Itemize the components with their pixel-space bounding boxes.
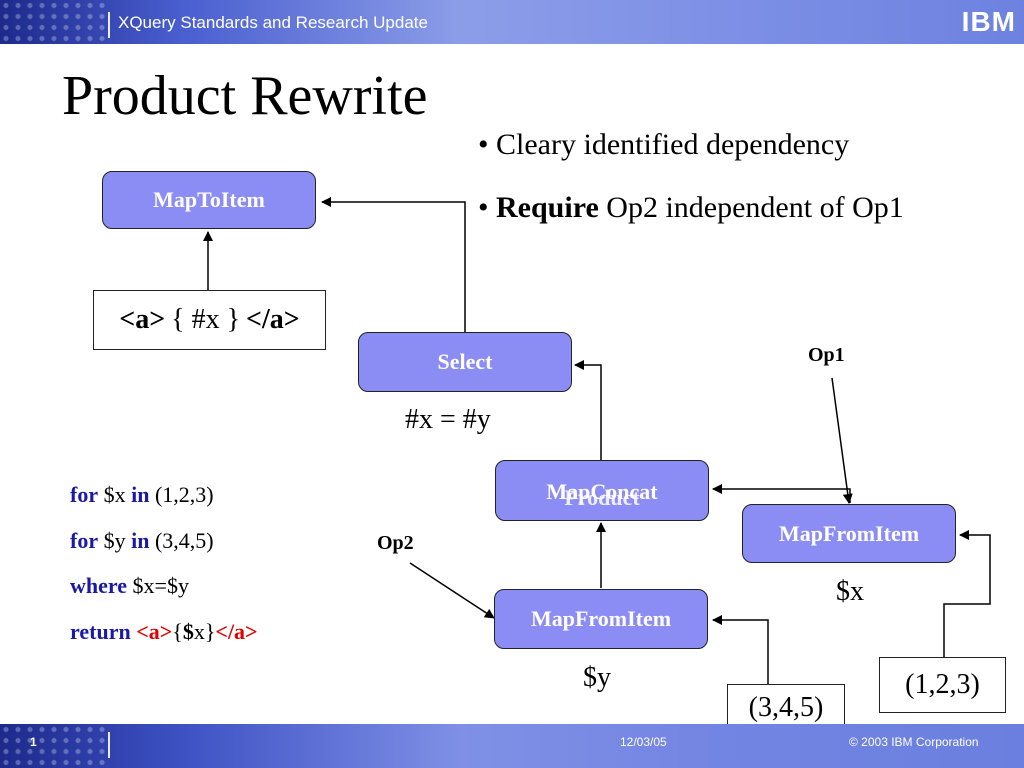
footer-divider — [108, 732, 110, 758]
footer-copyright: © 2003 IBM Corporation — [849, 735, 979, 749]
bullet-1: • Cleary identified dependency — [478, 128, 849, 162]
footer-banner: 1 12/03/05 © 2003 IBM Corporation — [0, 724, 1024, 768]
code-line-4: return <a>{$x}</a> — [70, 619, 258, 645]
var-x-label: $x — [836, 576, 864, 607]
code-x: x — [193, 619, 205, 644]
op2-label: Op2 — [377, 532, 414, 554]
bullet-2-bold: Require — [496, 191, 599, 224]
code-var: $x — [98, 482, 132, 507]
code-tag-close: </a> — [215, 619, 258, 644]
constructor-body: { #x } — [171, 304, 241, 335]
select-node: Select — [358, 332, 572, 392]
header-banner: XQuery Standards and Research Update IBM — [0, 0, 1024, 44]
product-node: MapConcat Product — [495, 460, 709, 521]
predicate-label: #x = #y — [405, 404, 491, 435]
edge-product-select — [574, 360, 602, 460]
footer-date: 12/03/05 — [620, 735, 667, 749]
code-var: $y — [98, 528, 132, 553]
code-seq: (1,2,3) — [149, 482, 214, 507]
edge-select-maptoitem — [321, 197, 466, 333]
code-brace-close: } — [204, 619, 216, 644]
edge-op2-pointer — [409, 562, 495, 619]
code-line-3: where $x=$y — [70, 573, 189, 599]
edge-seq123-mapfromitem — [943, 530, 991, 657]
code-line-1: for $x in (1,2,3) — [70, 482, 214, 508]
ibm-logo: IBM — [961, 6, 1016, 37]
var-y-label: $y — [583, 662, 611, 693]
constructor-close-tag: </a> — [246, 304, 300, 335]
page-number: 1 — [30, 735, 37, 749]
bullet-dot: • — [478, 191, 497, 224]
mapfromitem-left-node: MapFromItem — [494, 589, 708, 649]
keyword-in: in — [131, 482, 150, 507]
slide-title: Product Rewrite — [62, 65, 428, 127]
mapfromitem-right-node: MapFromItem — [742, 504, 956, 563]
maptoitem-node: MapToItem — [102, 171, 316, 229]
code-condition: $x=$y — [127, 573, 189, 598]
code-line-2: for $y in (3,4,5) — [70, 528, 214, 554]
bullet-2-text: Op2 independent of Op1 — [598, 191, 904, 224]
bullet-2: • Require Op2 independent of Op1 — [478, 191, 904, 225]
code-brace-open: { — [172, 619, 183, 644]
edge-mapfromitem-right-product — [712, 484, 851, 503]
edge-op1-pointer — [831, 377, 853, 504]
sequence-123-box: (1,2,3) — [879, 657, 1006, 713]
mapconcat-label: MapConcat — [546, 479, 658, 504]
edge-seq345-mapfromitem — [712, 615, 769, 684]
bullet-1-text: Cleary identified dependency — [496, 128, 850, 161]
keyword-for: for — [70, 528, 99, 553]
code-seq: (3,4,5) — [149, 528, 214, 553]
keyword-return: return — [70, 619, 131, 644]
presentation-title: XQuery Standards and Research Update — [118, 13, 428, 32]
footer-pattern — [0, 724, 110, 768]
op1-label: Op1 — [808, 344, 845, 366]
product-label: Product — [564, 485, 640, 510]
header-divider — [108, 12, 110, 38]
code-dollar: $ — [182, 619, 194, 644]
element-constructor-box: <a> { #x } </a> — [93, 290, 326, 350]
keyword-in: in — [131, 528, 150, 553]
keyword-for: for — [70, 482, 99, 507]
keyword-where: where — [70, 573, 128, 598]
constructor-open-tag: <a> — [119, 304, 166, 335]
banner-pattern — [0, 0, 110, 44]
bullet-dot: • — [478, 128, 497, 161]
code-tag-open: <a> — [136, 619, 173, 644]
